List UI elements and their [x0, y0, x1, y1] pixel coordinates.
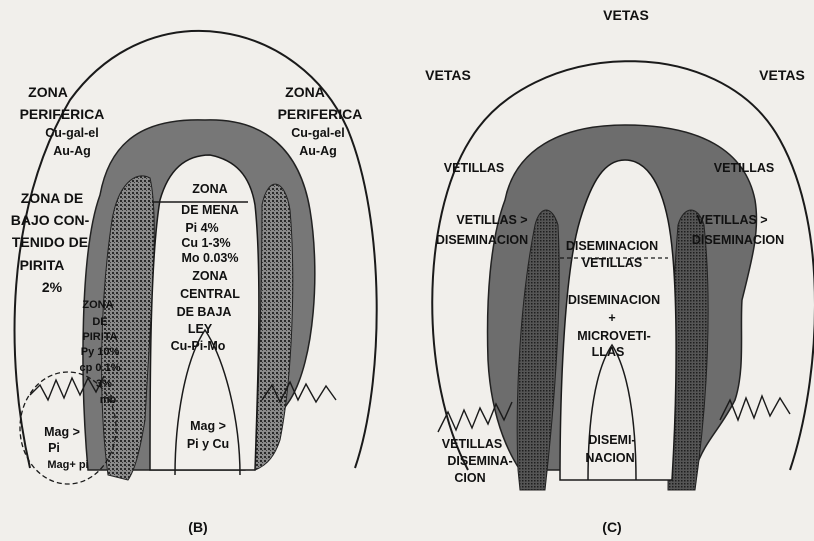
svg-text:3%: 3% [96, 378, 112, 390]
panel-c-label-vetas-right: VETAS [759, 67, 805, 83]
svg-text:LEY: LEY [188, 322, 213, 336]
svg-text:DISEMI-: DISEMI- [588, 433, 635, 447]
svg-text:Cu-Pi-Mo: Cu-Pi-Mo [171, 339, 226, 353]
svg-text:DE MENA: DE MENA [181, 203, 239, 217]
svg-text:MICROVETI-: MICROVETI- [577, 329, 651, 343]
svg-text:Mo 0.03%: Mo 0.03% [182, 251, 239, 265]
panel-b-label-mag-pi-left: Mag > Pi Mag+ pi [44, 425, 89, 471]
svg-text:ZONA: ZONA [82, 299, 113, 311]
svg-text:ZONA: ZONA [285, 84, 325, 100]
svg-text:PIRITA: PIRITA [20, 257, 65, 273]
panel-b-label-zona-periferica-left: ZONA PERIFERICA Cu-gal-el Au-Ag [20, 84, 105, 158]
svg-text:mb: mb [100, 394, 117, 406]
svg-text:NACION: NACION [585, 451, 634, 465]
panel-b-label-zona-periferica-right: ZONA PERIFERICA Cu-gal-el Au-Ag [278, 84, 363, 158]
svg-text:Cu 1-3%: Cu 1-3% [181, 236, 230, 250]
svg-text:VETILLAS: VETILLAS [442, 437, 502, 451]
panel-c-label-vetillas-right: VETILLAS [714, 161, 774, 175]
panel-c-label-vetas-top: VETAS [603, 7, 649, 23]
svg-text:ZONA DE: ZONA DE [21, 190, 83, 206]
svg-text:Mag+ pi: Mag+ pi [47, 459, 88, 471]
svg-text:Py 10%: Py 10% [81, 346, 120, 358]
svg-text:2%: 2% [42, 279, 63, 295]
svg-text:DISEMINACION: DISEMINACION [566, 239, 658, 253]
svg-text:BAJO CON-: BAJO CON- [11, 212, 90, 228]
panel-c: VETAS VETAS VETAS VETILLAS VETILLAS VETI… [425, 7, 814, 535]
svg-text:Cu-gal-el: Cu-gal-el [291, 126, 344, 140]
svg-text:Mag >: Mag > [44, 425, 80, 439]
svg-text:PIRITA: PIRITA [82, 331, 117, 343]
svg-text:Au-Ag: Au-Ag [53, 144, 91, 158]
panel-c-label-vetas-left: VETAS [425, 67, 471, 83]
svg-text:DISEMINACION: DISEMINACION [568, 293, 660, 307]
svg-text:cp 0.1%: cp 0.1% [80, 362, 121, 374]
svg-text:Pi 4%: Pi 4% [185, 221, 218, 235]
svg-text:VETILLAS >: VETILLAS > [456, 213, 527, 227]
svg-text:Mag >: Mag > [190, 419, 226, 433]
svg-text:Pi y Cu: Pi y Cu [187, 437, 229, 451]
panel-c-label-vetillas-left: VETILLAS [444, 161, 504, 175]
svg-text:+: + [608, 311, 615, 325]
panel-b-caption: (B) [188, 519, 207, 535]
svg-text:DISEMINACION: DISEMINACION [436, 233, 528, 247]
panel-c-label-vetillas-disem-bottom: VETILLAS DISEMINA- CION [442, 437, 513, 485]
panel-b: ZONA PERIFERICA Cu-gal-el Au-Ag ZONA PER… [11, 31, 377, 535]
svg-text:Pi: Pi [48, 441, 60, 455]
svg-text:ZONA: ZONA [28, 84, 68, 100]
svg-text:Au-Ag: Au-Ag [299, 144, 337, 158]
svg-text:ZONA: ZONA [192, 269, 227, 283]
panel-b-label-bajo-contenido: ZONA DE BAJO CON- TENIDO DE PIRITA 2% [11, 190, 90, 295]
svg-text:TENIDO DE: TENIDO DE [12, 234, 88, 250]
svg-text:PERIFERICA: PERIFERICA [20, 106, 105, 122]
svg-text:DISEMINA-: DISEMINA- [447, 454, 512, 468]
svg-text:VETILLAS >: VETILLAS > [696, 213, 767, 227]
svg-text:ZONA: ZONA [192, 182, 227, 196]
svg-text:CENTRAL: CENTRAL [180, 287, 240, 301]
svg-text:DISEMINACION: DISEMINACION [692, 233, 784, 247]
svg-text:DE: DE [92, 316, 107, 328]
panel-c-caption: (C) [602, 519, 621, 535]
svg-text:DE BAJA: DE BAJA [177, 305, 232, 319]
svg-text:PERIFERICA: PERIFERICA [278, 106, 363, 122]
svg-text:CION: CION [454, 471, 485, 485]
svg-text:Cu-gal-el: Cu-gal-el [45, 126, 98, 140]
svg-text:LLAS: LLAS [592, 345, 625, 359]
